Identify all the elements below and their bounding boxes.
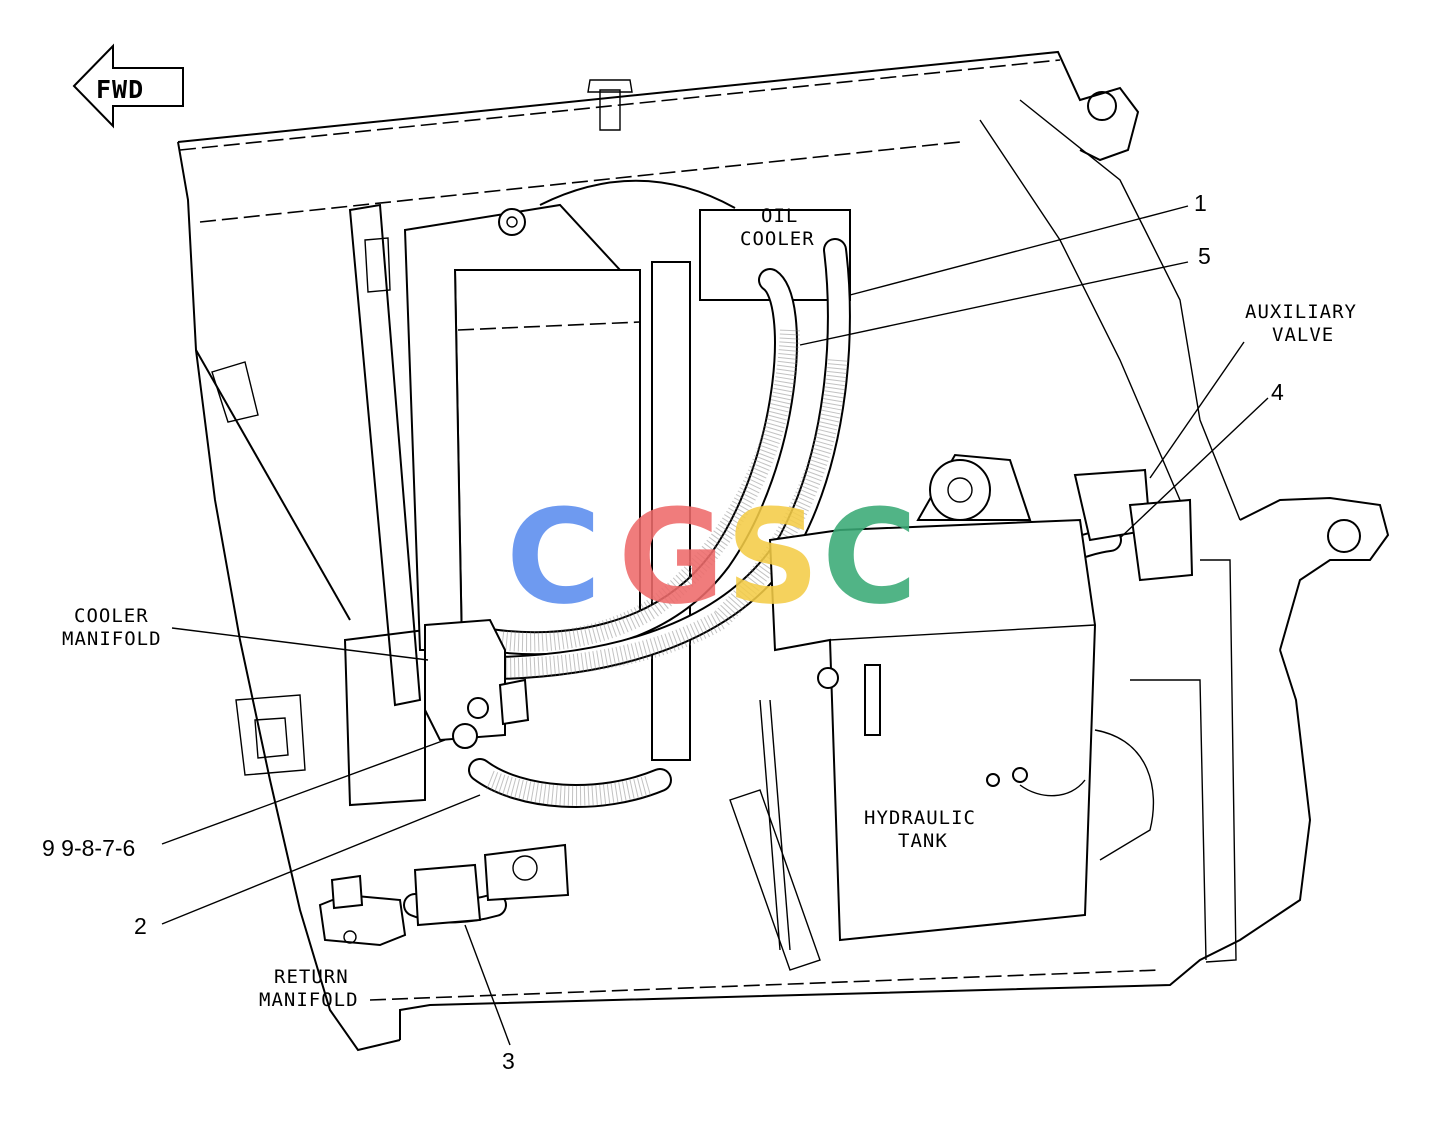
fwd-label: FWD bbox=[96, 75, 144, 104]
label-auxiliary-valve-2: VALVE bbox=[1272, 324, 1334, 346]
callout-9-8-7-6: 9 9-8-7-6 bbox=[42, 835, 135, 861]
callout-4: 4 bbox=[1271, 379, 1284, 405]
cgsc-watermark: C G S C bbox=[506, 481, 917, 633]
callout-numbers: 1 5 4 9 9-8-7-6 2 3 bbox=[42, 190, 1284, 1074]
part-labels: OIL COOLER AUXILIARY VALVE COOLER MANIFO… bbox=[62, 205, 1357, 1011]
label-hydraulic-tank-2: TANK bbox=[898, 830, 948, 852]
label-oil-cooler-1: OIL bbox=[761, 205, 798, 227]
label-cooler-manifold-2: MANIFOLD bbox=[62, 628, 162, 650]
label-hydraulic-tank-1: HYDRAULIC bbox=[864, 807, 976, 829]
watermark-letter-s: S bbox=[726, 481, 820, 633]
callout-1: 1 bbox=[1194, 190, 1207, 216]
callout-5: 5 bbox=[1198, 243, 1211, 269]
label-return-manifold-2: MANIFOLD bbox=[259, 989, 359, 1011]
return-manifold bbox=[318, 843, 570, 947]
lower-right-guard bbox=[729, 729, 1155, 971]
watermark-letter-g: G bbox=[618, 481, 725, 633]
leader-lines bbox=[161, 205, 1269, 1046]
watermark-letter-c2: C bbox=[822, 481, 917, 633]
hydraulic-tank bbox=[768, 453, 1194, 942]
label-auxiliary-valve-1: AUXILIARY bbox=[1245, 301, 1357, 323]
watermark-letter-c1: C bbox=[506, 481, 601, 633]
label-oil-cooler-2: COOLER bbox=[740, 228, 815, 250]
label-cooler-manifold-1: COOLER bbox=[74, 605, 149, 627]
left-support-bracket bbox=[235, 203, 426, 807]
fwd-arrow: FWD bbox=[72, 43, 184, 129]
label-return-manifold-1: RETURN bbox=[274, 966, 349, 988]
cooler-manifold bbox=[424, 618, 530, 749]
callout-2: 2 bbox=[134, 913, 147, 939]
machine-frame bbox=[177, 50, 1390, 1052]
callout-3: 3 bbox=[502, 1048, 515, 1074]
fan-shroud bbox=[539, 179, 736, 209]
